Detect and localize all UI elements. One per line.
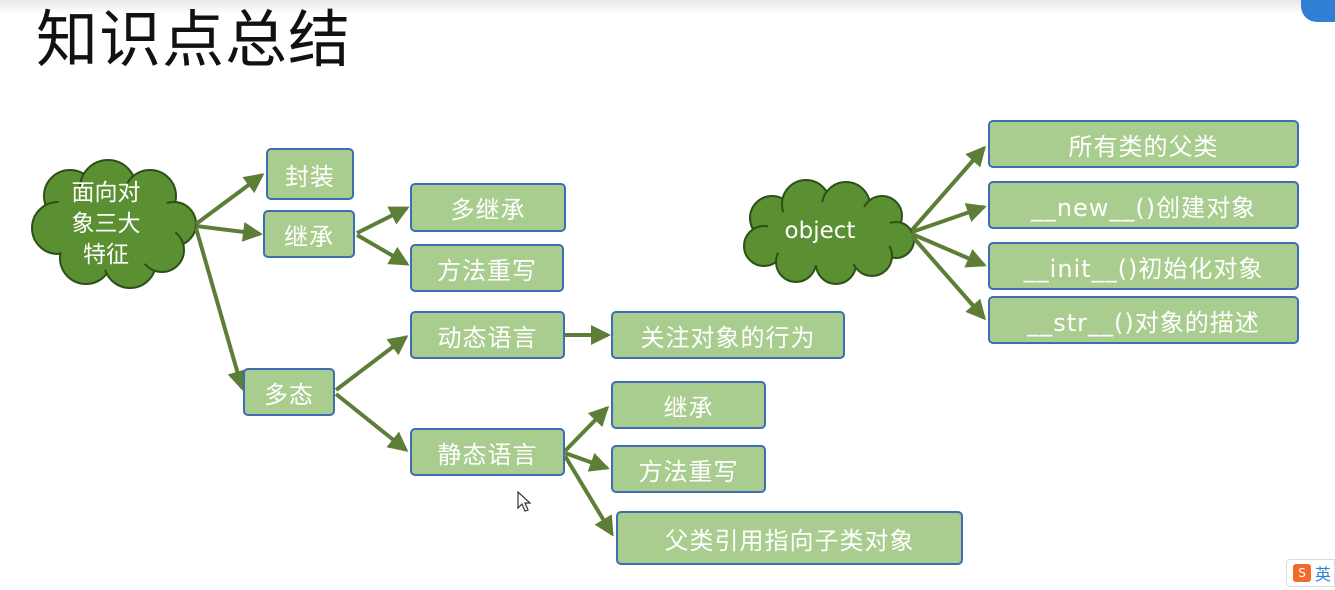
node-object-init: __init__()初始化对象 xyxy=(988,242,1299,290)
cloud-shape-oop xyxy=(31,159,197,289)
oop-label-line-1: 面向对 xyxy=(71,179,141,206)
node-parent-ref-child: 父类引用指向子类对象 xyxy=(616,511,963,565)
node-object-new: __new__()创建对象 xyxy=(988,181,1299,229)
arrow-oop-to-polymorphism xyxy=(194,227,247,391)
node-encapsulation: 封装 xyxy=(266,148,354,200)
node-static-inheritance: 继承 xyxy=(611,381,766,429)
ime-toolbar[interactable]: S 英 xyxy=(1286,559,1335,587)
mouse-pointer-icon xyxy=(517,491,531,512)
arrow-object-to-new xyxy=(911,203,987,234)
node-object-str: __str__()对象的描述 xyxy=(988,296,1299,344)
window-top-strip xyxy=(0,0,1335,14)
node-dynamic-language: 动态语言 xyxy=(410,311,565,359)
node-focus-behavior: 关注对象的行为 xyxy=(611,311,845,359)
arrow-inheritance-to-multi xyxy=(356,206,410,235)
corner-status-icon[interactable] xyxy=(1301,0,1335,22)
node-inheritance: 继承 xyxy=(263,210,355,258)
object-cloud-label: object xyxy=(784,218,856,244)
ime-language-label[interactable]: 英 xyxy=(1315,565,1332,584)
node-polymorphism: 多态 xyxy=(243,368,335,416)
arrow-poly-to-dynamic xyxy=(334,335,409,392)
arrow-object-to-str xyxy=(910,234,986,321)
oop-label-line-3: 特征 xyxy=(83,241,129,268)
arrow-poly-to-static xyxy=(334,392,409,452)
cloud-shape-object xyxy=(743,179,915,285)
arrow-oop-to-inheritance xyxy=(195,221,263,242)
arrow-object-to-base xyxy=(910,145,986,232)
node-static-language: 静态语言 xyxy=(410,428,565,476)
node-multiple-inheritance: 多继承 xyxy=(410,183,566,232)
oop-cloud-label: 面向对 象三大 特征 xyxy=(52,178,160,270)
node-static-method-override: 方法重写 xyxy=(611,445,766,493)
arrow-inheritance-to-override xyxy=(355,233,410,266)
slide-title: 知识点总结 xyxy=(36,3,352,76)
node-object-base-class: 所有类的父类 xyxy=(988,120,1299,168)
ime-logo-icon: S xyxy=(1293,564,1311,582)
arrow-static-to-parentref xyxy=(563,454,614,537)
arrow-object-to-init xyxy=(911,232,987,268)
arrow-static-to-override xyxy=(564,451,610,472)
node-method-override: 方法重写 xyxy=(410,244,564,292)
oop-label-line-2: 象三大 xyxy=(71,210,141,237)
arrow-static-to-inherit xyxy=(563,405,610,453)
arrow-oop-to-encapsulation xyxy=(194,173,265,226)
